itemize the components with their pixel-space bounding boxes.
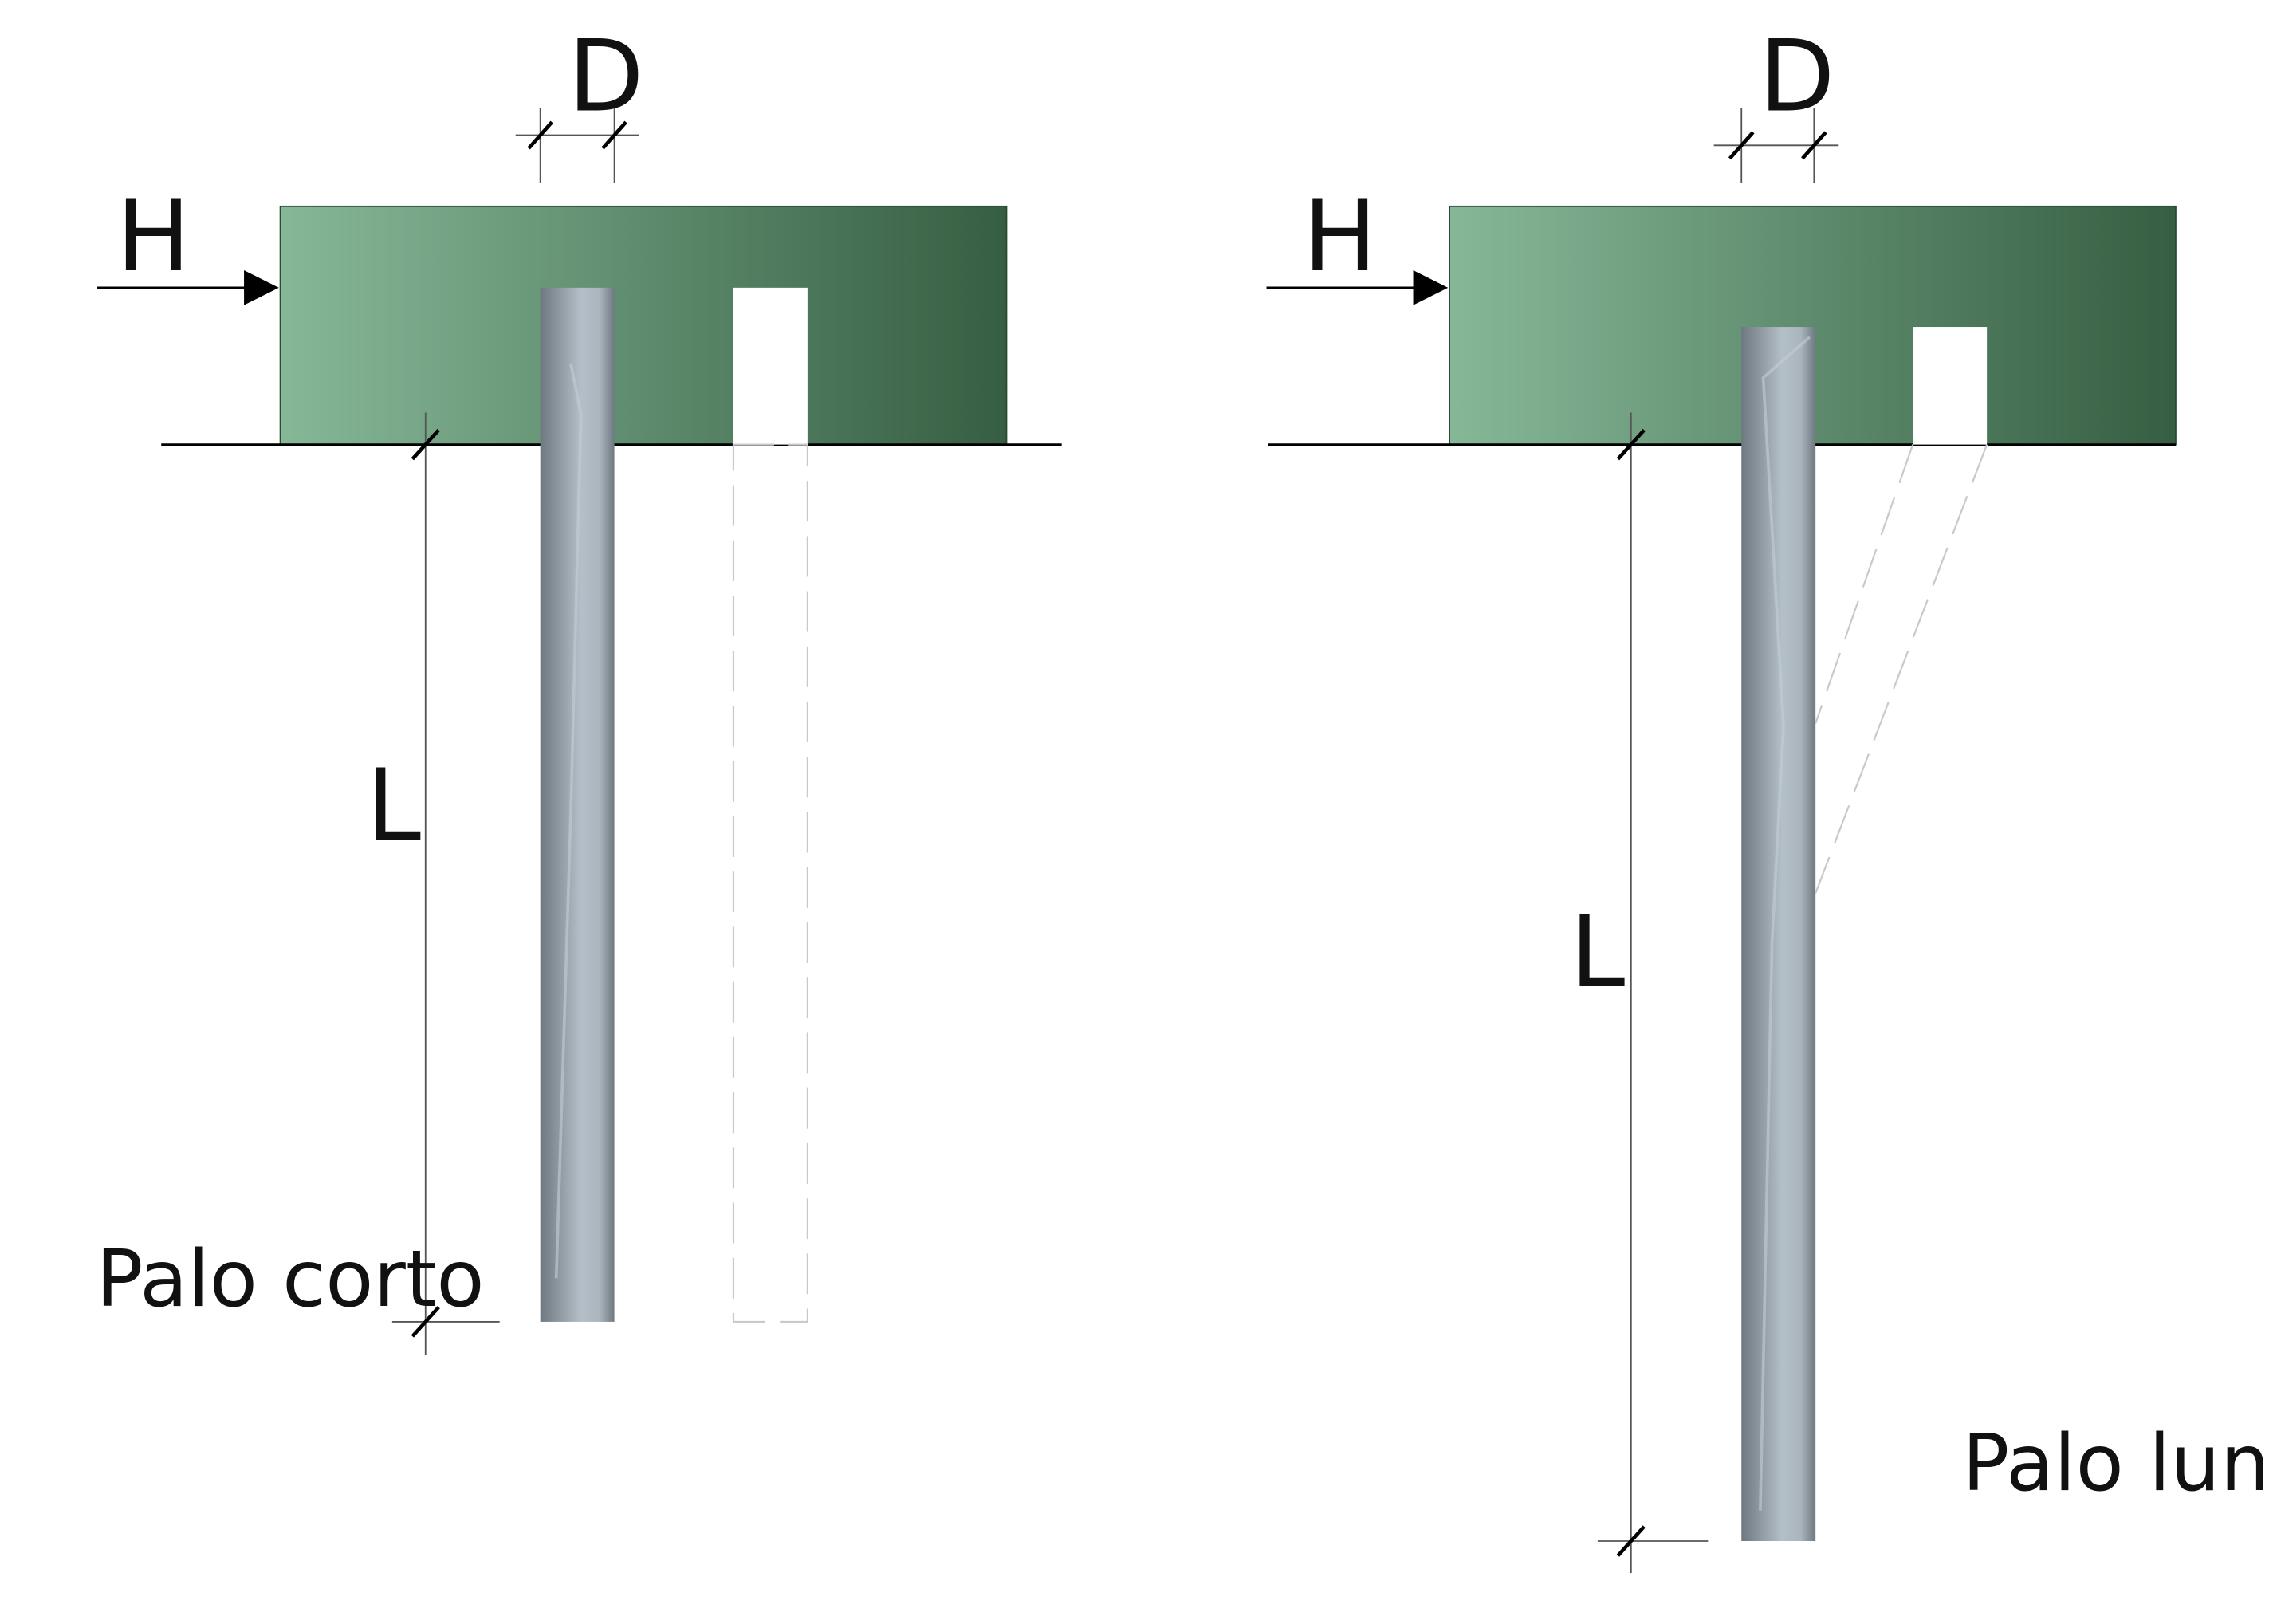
right-length-dimension [1597,412,1709,1574]
left-length-label: L [366,749,421,863]
left-displaced-pile-head [733,287,808,445]
right-caption: Palo lungo [1962,1418,2273,1509]
left-diameter-label: D [568,20,643,135]
right-diameter-dimension [1713,107,1839,183]
left-caption: Palo corto [96,1234,484,1325]
right-diameter-label: D [1759,20,1835,135]
left-pile-highlight [554,363,583,1279]
left-force-label: H [116,179,191,294]
left-arrow-head-icon [244,269,279,305]
left-panel: H D L Palo corto [96,20,1062,1355]
right-pile [1741,327,1816,1542]
left-diameter-dimension [515,107,639,183]
right-displaced-pile-head [1913,327,1988,445]
left-length-dimension [391,412,500,1355]
right-displaced-pile-outline [1815,444,1988,894]
right-panel: H D L Palo lungo [1266,20,2273,1574]
right-arrow-head-icon [1413,269,1449,305]
right-length-label: L [1570,895,1625,1010]
right-force-label: H [1303,179,1377,294]
right-pile-highlight [1759,336,1811,1511]
left-pile [540,287,615,1322]
left-pile-cap [279,205,1008,446]
left-displaced-pile-outline [732,443,808,1323]
